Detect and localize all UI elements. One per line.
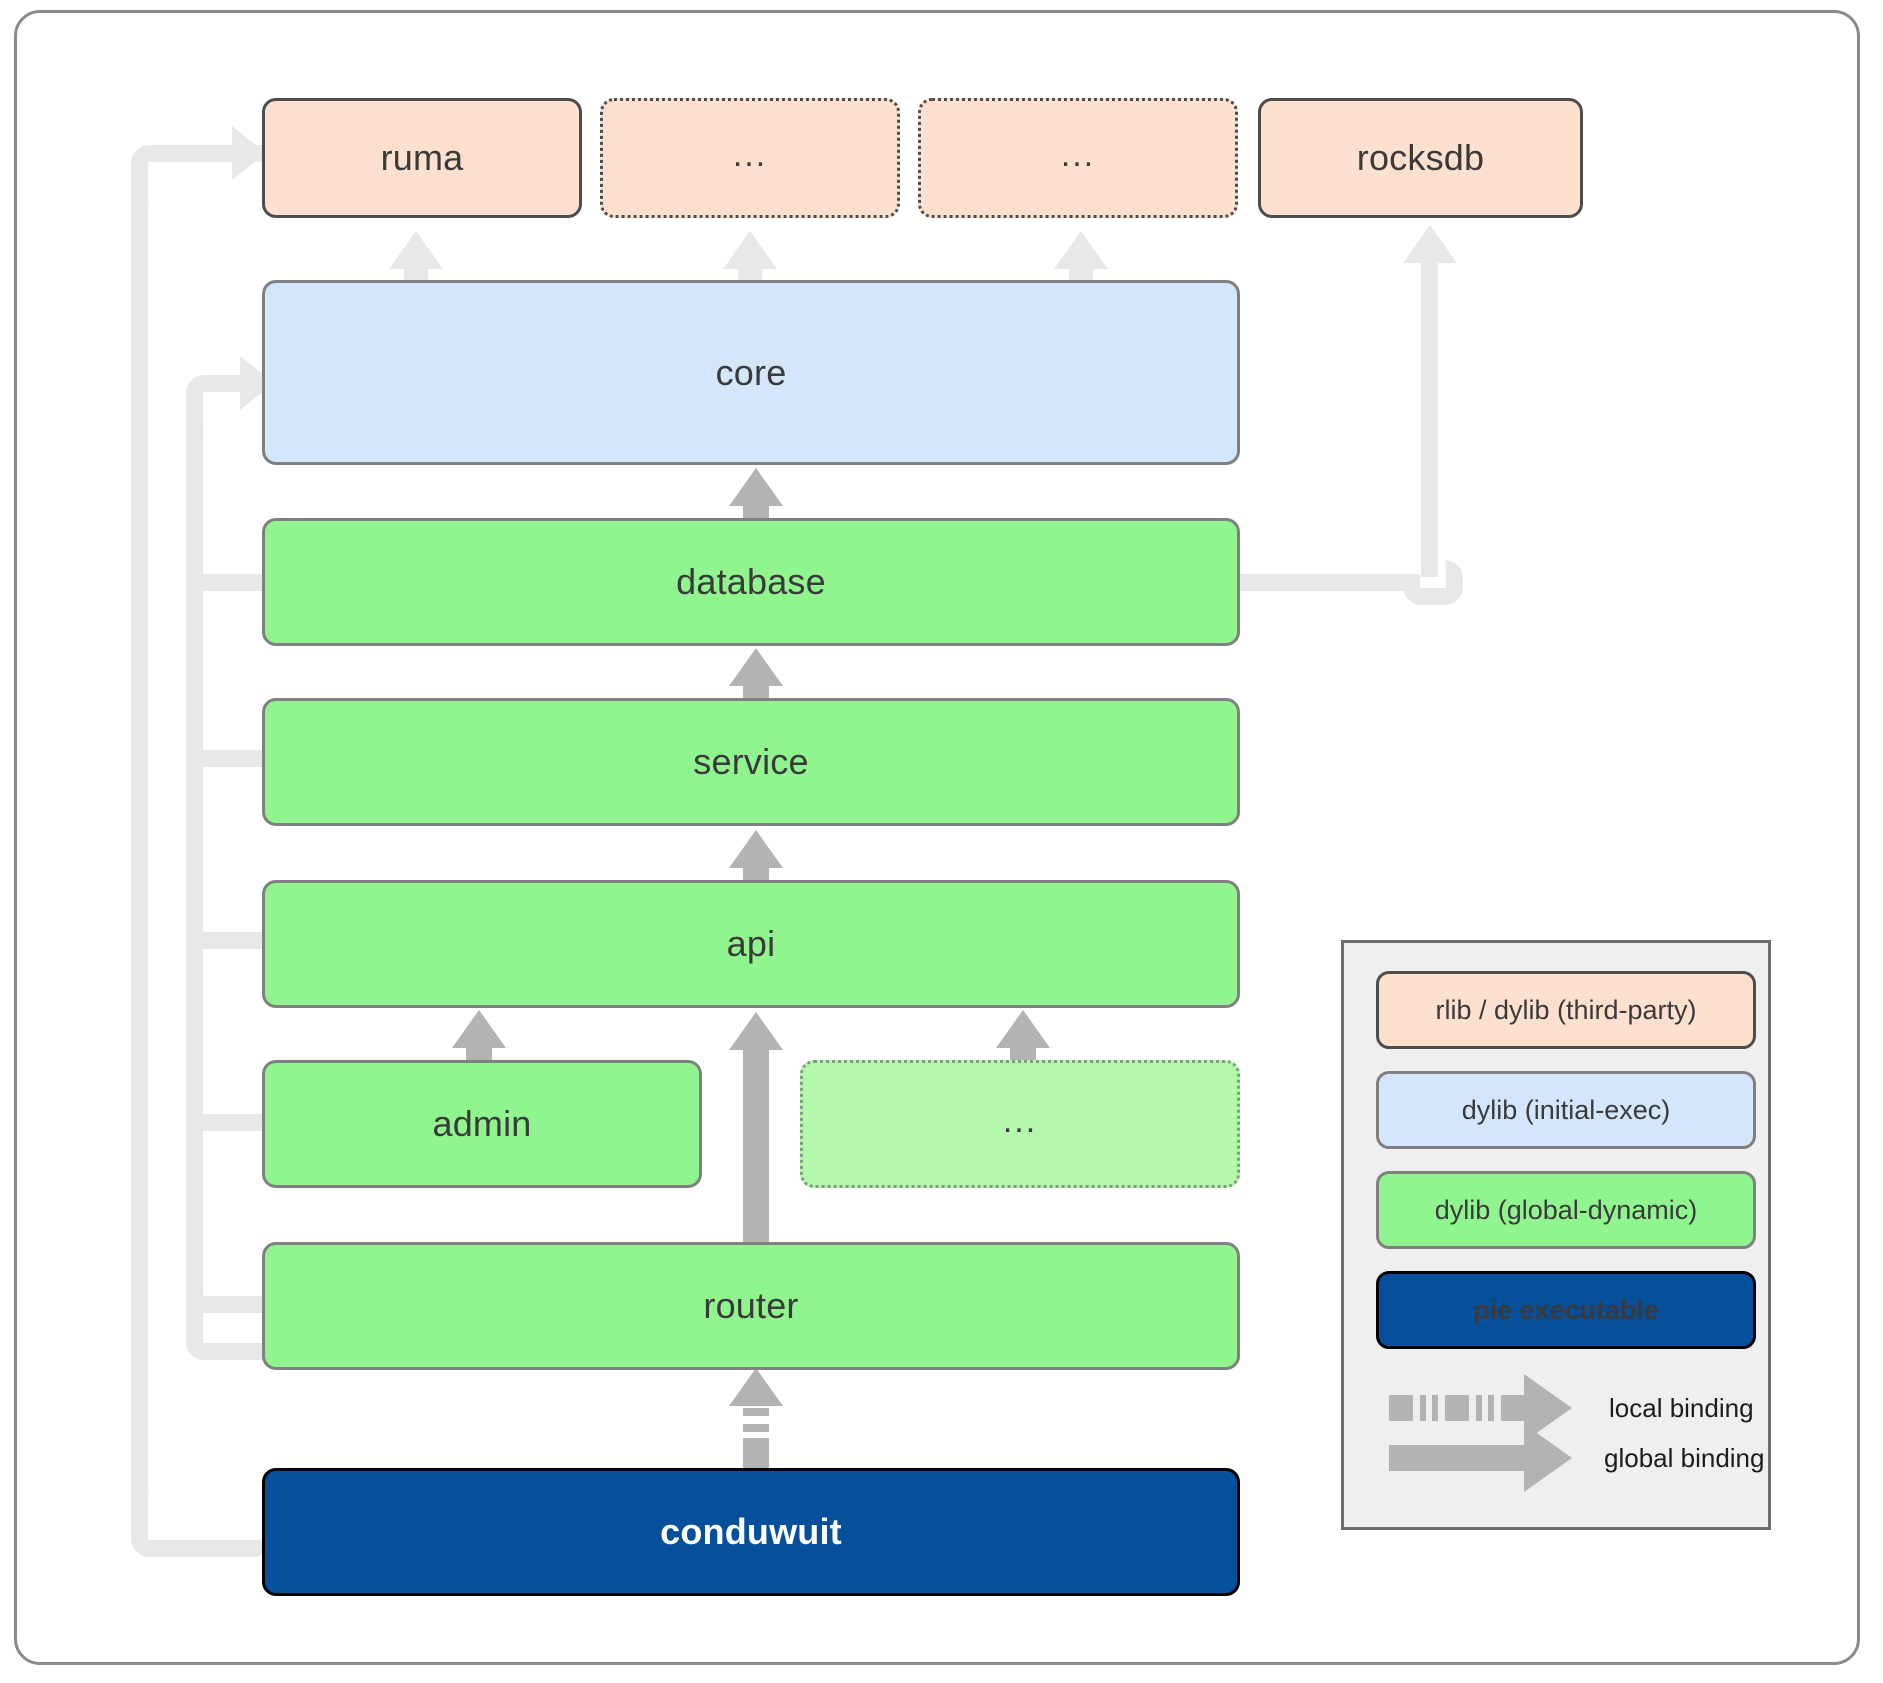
- arrowhead-core-to-ellipsis1: [723, 231, 777, 269]
- node-core[interactable]: core: [262, 280, 1240, 465]
- legend-local-arrow-seg5: [1476, 1395, 1482, 1421]
- arrowhead-rocksdb: [1403, 225, 1457, 263]
- arrowhead-api-to-service: [729, 830, 783, 868]
- node-rocksdb[interactable]: rocksdb: [1258, 98, 1583, 218]
- arrowhead-core-to-ruma: [389, 231, 443, 269]
- legend-local-arrow-seg1: [1389, 1395, 1413, 1421]
- database-to-rocksdb-horizontal: [1240, 574, 1420, 591]
- legend-panel: rlib / dylib (third-party) dylib (initia…: [1341, 940, 1771, 1530]
- arrowhead-router-to-api: [729, 1012, 783, 1050]
- node-ruma[interactable]: ruma: [262, 98, 582, 218]
- legend-global-arrowhead: [1524, 1424, 1572, 1492]
- node-service[interactable]: service: [262, 698, 1240, 826]
- arrowhead-core-to-ellipsis2: [1054, 231, 1108, 269]
- legend-local-arrow-seg4: [1445, 1395, 1469, 1421]
- branch-router: [186, 1296, 266, 1313]
- conduwuit-to-router-seg2: [743, 1424, 769, 1432]
- ellipsis-glyph: ...: [1060, 136, 1096, 174]
- legend-swatch-rlib: rlib / dylib (third-party): [1376, 971, 1756, 1049]
- legend-local-arrow-seg3: [1432, 1395, 1438, 1421]
- database-to-rocksdb-elbow: [1403, 560, 1463, 605]
- node-top-ellipsis-2[interactable]: ...: [918, 98, 1238, 218]
- legend-local-arrow-seg6: [1488, 1395, 1494, 1421]
- trunk-outer-top-elbow: [131, 145, 251, 205]
- arrowhead-database-to-core: [729, 468, 783, 506]
- legend-global-binding-label: global binding: [1604, 1443, 1765, 1473]
- node-conduwuit[interactable]: conduwuit: [262, 1468, 1240, 1596]
- node-api[interactable]: api: [262, 880, 1240, 1008]
- node-router[interactable]: router: [262, 1242, 1240, 1370]
- node-admin[interactable]: admin: [262, 1060, 702, 1188]
- conduwuit-to-router-seg3: [743, 1408, 769, 1416]
- legend-local-arrow-seg7: [1501, 1395, 1525, 1421]
- branch-api: [186, 932, 266, 949]
- router-to-api-shaft: [743, 1048, 769, 1244]
- arrowhead-service-to-database: [729, 648, 783, 686]
- legend-swatch-initial-exec: dylib (initial-exec): [1376, 1071, 1756, 1149]
- node-top-ellipsis-1[interactable]: ...: [600, 98, 900, 218]
- ellipsis-glyph: ...: [732, 136, 768, 174]
- database-to-rocksdb-vertical: [1421, 262, 1438, 577]
- ellipsis-glyph: ...: [1002, 1102, 1038, 1140]
- conduwuit-to-router-seg1: [743, 1438, 769, 1470]
- trunk-outer-bottom-elbow: [131, 1487, 271, 1557]
- trunk-inner-vertical: [186, 390, 203, 1315]
- node-database[interactable]: database: [262, 518, 1240, 646]
- arrowhead-ellipsis-to-api: [996, 1010, 1050, 1048]
- legend-global-arrow-shaft: [1389, 1445, 1525, 1471]
- legend-swatch-global-dynamic: dylib (global-dynamic): [1376, 1171, 1756, 1249]
- trunk-outer-vertical: [131, 160, 148, 1505]
- arrowhead-trunk-ruma: [232, 126, 266, 180]
- legend-local-arrow-seg2: [1420, 1395, 1426, 1421]
- node-api-ellipsis[interactable]: ...: [800, 1060, 1240, 1188]
- legend-local-binding-label: local binding: [1609, 1393, 1754, 1423]
- branch-admin: [186, 1114, 266, 1131]
- arrowhead-conduwuit-to-router: [729, 1368, 783, 1406]
- branch-database: [186, 574, 266, 591]
- legend-swatch-pie-executable: pie executable: [1376, 1271, 1756, 1349]
- branch-service: [186, 750, 266, 767]
- arrowhead-admin-to-api: [452, 1010, 506, 1048]
